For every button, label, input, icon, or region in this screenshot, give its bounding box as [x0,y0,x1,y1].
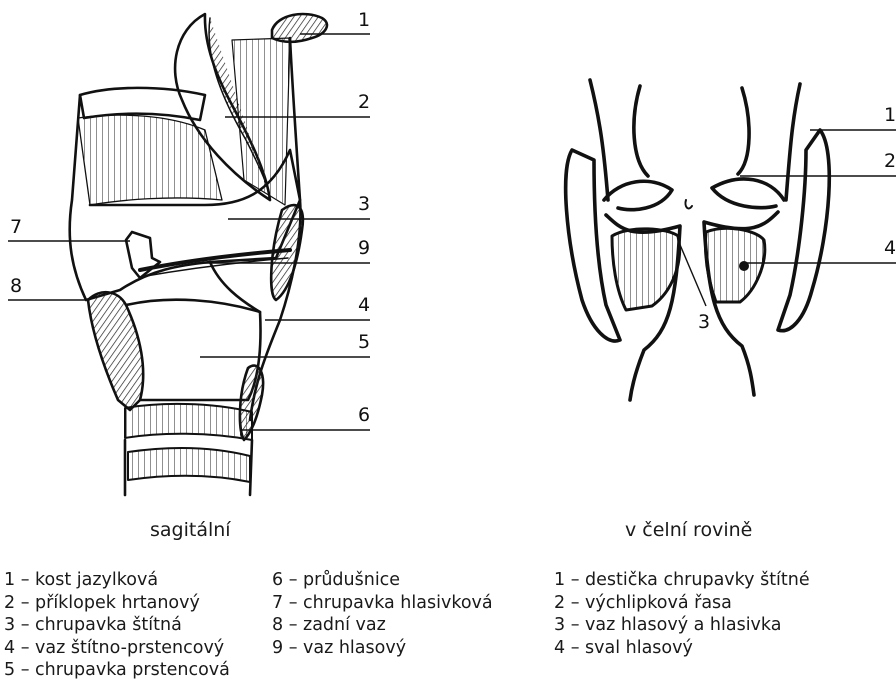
cricoid-cartilage [88,292,143,410]
callout-8: 8 [10,275,22,297]
right-thyroid-lamina [778,130,829,331]
callout-5: 5 [358,331,370,353]
frontal-callout-4: 4 [884,237,896,259]
trachea [125,404,252,440]
legend-item: 2 – příklopek hrtanový [4,592,230,615]
left-vocalis [612,229,680,310]
legend-item: 5 – chrupavka prstencová [4,659,230,682]
frontal-legend: 1 – destička chrupavky štítné 2 – výchli… [554,569,810,659]
right-vocalis [705,228,764,302]
callout-3: 3 [358,193,370,215]
callout-4: 4 [358,294,370,316]
legend-item: 3 – chrupavka štítná [4,614,230,637]
callout-7: 7 [10,216,22,238]
legend-item: 2 – výchlipková řasa [554,592,810,615]
callout-1: 1 [358,9,370,31]
frontal-callout-3: 3 [698,311,710,333]
callout-9: 9 [358,237,370,259]
sagittal-caption: sagitální [150,519,231,541]
legend-item: 1 – kost jazylková [4,569,230,592]
sagittal-legend-right: 6 – průdušnice 7 – chrupavka hlasivková … [272,569,493,659]
sagittal-legend-left: 1 – kost jazylková 2 – příklopek hrtanov… [4,569,230,682]
legend-item: 8 – zadní vaz [272,614,493,637]
sagittal-drawing [70,14,327,495]
frontal-caption: v čelní rovině [625,519,752,541]
legend-item: 7 – chrupavka hlasivková [272,592,493,615]
sagittal-leaders [8,34,370,430]
legend-item: 6 – průdušnice [272,569,493,592]
legend-item: 1 – destička chrupavky štítné [554,569,810,592]
frontal-callout-2: 2 [884,150,896,172]
sagittal-callouts: 1 2 3 9 4 5 6 7 8 [10,9,370,426]
legend-item: 3 – vaz hlasový a hlasivka [554,614,810,637]
frontal-callout-1: 1 [884,104,896,126]
frontal-drawing [566,80,830,400]
hyoid-bone [272,14,327,42]
legend-item: 4 – vaz štítno-prstencový [4,637,230,660]
legend-item: 9 – vaz hlasový [272,637,493,660]
callout-2: 2 [358,91,370,113]
callout-6: 6 [358,404,370,426]
legend-item: 4 – sval hlasový [554,637,810,660]
